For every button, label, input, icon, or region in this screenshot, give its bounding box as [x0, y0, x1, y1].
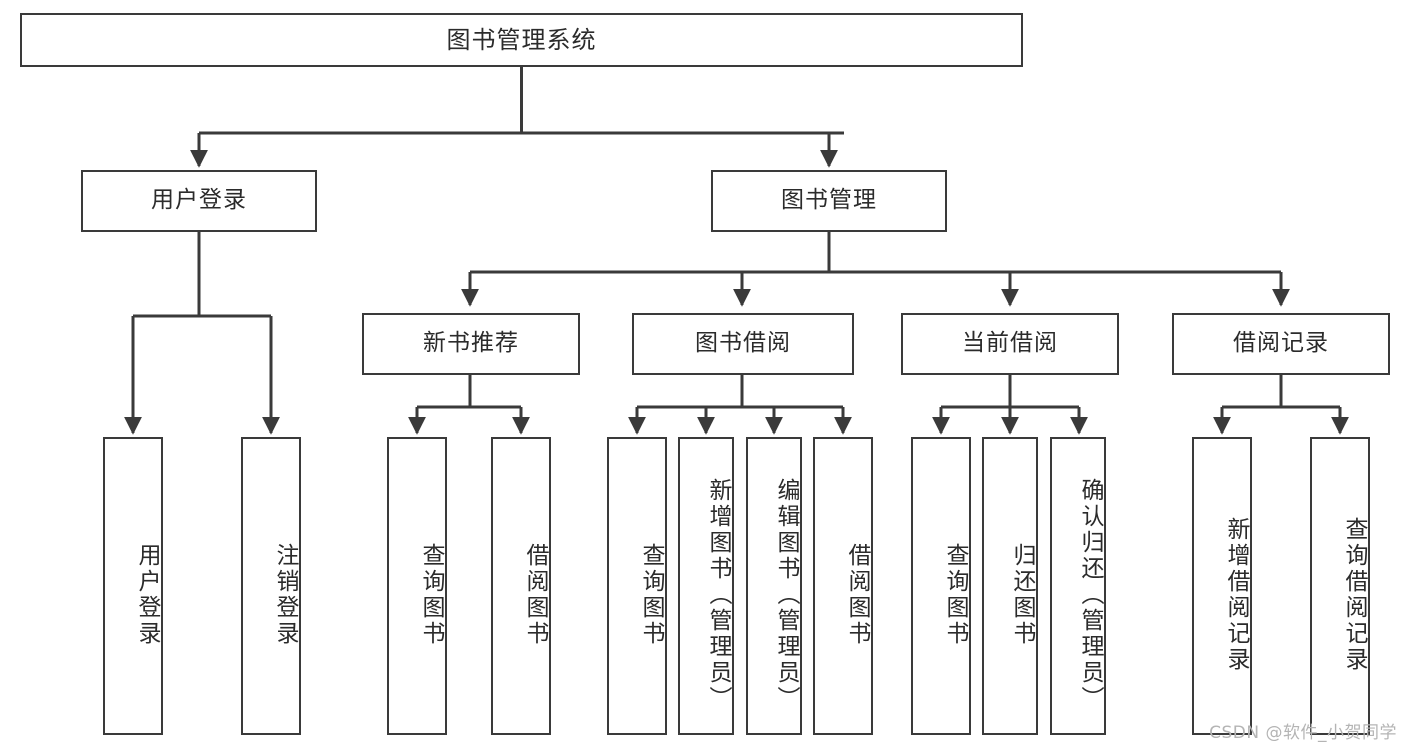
- node-leaf-query-record-label: 查询借阅记录: [1341, 517, 1367, 673]
- node-book-borrow[interactable]: 图书借阅: [632, 313, 854, 375]
- node-leaf-edit-book[interactable]: 编辑图书（管理员）: [746, 437, 802, 735]
- node-borrow-record[interactable]: 借阅记录: [1172, 313, 1390, 375]
- node-leaf-user-logout-label: 注销登录: [272, 543, 298, 647]
- node-leaf-user-login-label: 用户登录: [134, 543, 160, 647]
- node-leaf-add-book-label: 新增图书（管理员）: [705, 478, 731, 712]
- node-book-borrow-label: 图书借阅: [695, 330, 791, 357]
- node-leaf-add-book[interactable]: 新增图书（管理员）: [678, 437, 734, 735]
- node-leaf-confirm-return-label: 确认归还（管理员）: [1077, 478, 1103, 712]
- node-leaf-return-book-label: 归还图书: [1009, 543, 1035, 647]
- node-leaf-borrow-book-2[interactable]: 借阅图书: [813, 437, 873, 735]
- node-leaf-add-record[interactable]: 新增借阅记录: [1192, 437, 1252, 735]
- node-leaf-borrow-book-1[interactable]: 借阅图书: [491, 437, 551, 735]
- node-book-manage[interactable]: 图书管理: [711, 170, 947, 232]
- node-user-login-label: 用户登录: [151, 187, 247, 214]
- node-root-label: 图书管理系统: [446, 25, 597, 54]
- node-new-book-recommend[interactable]: 新书推荐: [362, 313, 580, 375]
- node-leaf-return-book[interactable]: 归还图书: [982, 437, 1038, 735]
- node-leaf-user-logout[interactable]: 注销登录: [241, 437, 301, 735]
- node-user-login[interactable]: 用户登录: [81, 170, 317, 232]
- node-current-borrow[interactable]: 当前借阅: [901, 313, 1119, 375]
- node-leaf-query-book-1[interactable]: 查询图书: [387, 437, 447, 735]
- node-new-book-recommend-label: 新书推荐: [423, 330, 519, 357]
- node-leaf-add-record-label: 新增借阅记录: [1223, 517, 1249, 673]
- node-leaf-edit-book-label: 编辑图书（管理员）: [773, 478, 799, 712]
- node-leaf-query-record[interactable]: 查询借阅记录: [1310, 437, 1370, 735]
- node-leaf-borrow-book-1-label: 借阅图书: [522, 543, 548, 647]
- node-leaf-query-book-3-label: 查询图书: [942, 543, 968, 647]
- node-current-borrow-label: 当前借阅: [962, 330, 1058, 357]
- node-root[interactable]: 图书管理系统: [20, 13, 1023, 67]
- node-book-manage-label: 图书管理: [781, 187, 877, 214]
- node-leaf-query-book-1-label: 查询图书: [418, 543, 444, 647]
- node-leaf-confirm-return[interactable]: 确认归还（管理员）: [1050, 437, 1106, 735]
- node-leaf-query-book-2[interactable]: 查询图书: [607, 437, 667, 735]
- watermark-text: CSDN @软件_小贺同学: [1209, 723, 1397, 743]
- node-borrow-record-label: 借阅记录: [1233, 330, 1329, 357]
- node-leaf-user-login[interactable]: 用户登录: [103, 437, 163, 735]
- node-leaf-borrow-book-2-label: 借阅图书: [844, 543, 870, 647]
- node-leaf-query-book-3[interactable]: 查询图书: [911, 437, 971, 735]
- node-leaf-query-book-2-label: 查询图书: [638, 543, 664, 647]
